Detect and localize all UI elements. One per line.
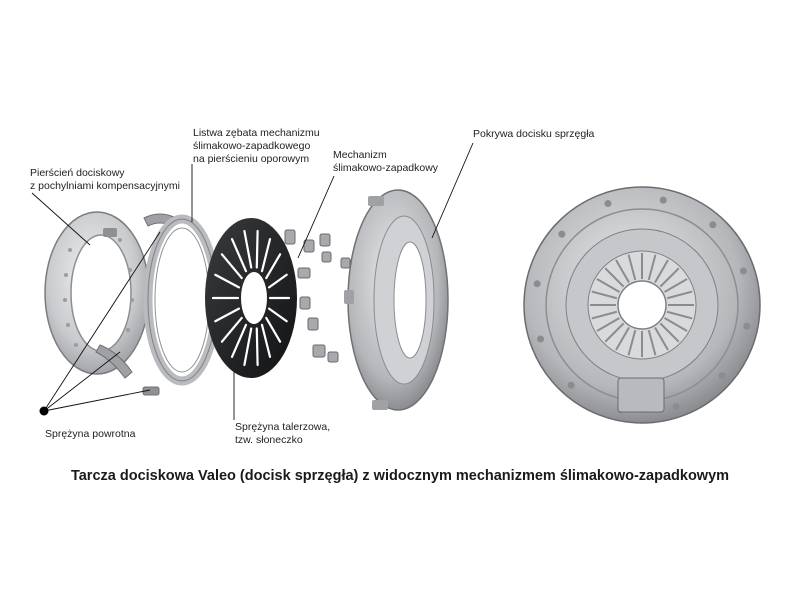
diaphragm-finger-slot — [255, 229, 259, 269]
cover-bolt-hole — [604, 200, 612, 208]
label-return-spring: Sprężyna powrotna — [45, 428, 136, 440]
cover-bolt-hole — [558, 230, 566, 238]
diaphragm-finger-slot — [220, 253, 243, 280]
figure-caption: Tarcza dociskowa Valeo (docisk sprzęgła)… — [70, 468, 730, 484]
label-diaphragm-spring: Sprężyna talerzowa, tzw. słoneczko — [235, 421, 331, 446]
cover-finger-slot — [664, 278, 688, 293]
diaphragm-finger-slot — [214, 307, 241, 323]
label-cover: Pokrywa docisku sprzęgła — [473, 128, 595, 140]
cover-finger-slot — [596, 317, 620, 332]
cover-finger-slot — [666, 310, 693, 320]
ratchet-mechanism-parts — [284, 229, 351, 363]
cover-bolt-hole — [537, 335, 545, 343]
diaphragm-spring — [205, 218, 297, 378]
diaphragm-finger-slot — [243, 327, 253, 367]
leader-lines — [31, 142, 474, 420]
label-toothed-strip: Listwa zębata mechanizmu ślimakowo-zapad… — [193, 127, 320, 165]
label-mechanism: Mechanizm ślimakowo-zapadkowy — [333, 149, 439, 174]
cover-bolt-hole — [533, 280, 541, 288]
cover-finger-slot — [659, 322, 680, 343]
cover-finger-slot — [604, 322, 625, 343]
diaphragm-finger-slot — [220, 316, 243, 343]
cover-finger-slot — [627, 329, 637, 356]
diaphragm-finger-slot — [230, 323, 248, 358]
cover-finger-slot — [591, 310, 618, 320]
clutch-cover-assembled — [523, 186, 761, 424]
cover-finger-slot — [596, 278, 620, 293]
cover-finger-slot — [615, 259, 630, 283]
diaphragm-finger-slot — [243, 229, 253, 269]
diaphragm-finger-slot — [255, 327, 259, 367]
cover-finger-slot — [654, 259, 669, 283]
diaphragm-finger-slot — [267, 307, 288, 323]
clutch-cover-side — [344, 189, 449, 411]
diaphragm-finger-slot — [230, 238, 248, 273]
diaphragm-finger-slot — [260, 238, 272, 273]
diaphragm-finger-slot — [265, 253, 282, 280]
cover-finger-slot — [666, 290, 693, 300]
cover-bolt-hole — [743, 322, 751, 330]
diaphragm-finger-slot — [260, 323, 272, 358]
cover-finger-slot — [659, 267, 680, 288]
leader-dot — [39, 406, 49, 416]
cover-bolt-hole — [672, 402, 680, 410]
cover-finger-slot — [627, 254, 637, 281]
cover-bolt-hole — [567, 381, 575, 389]
cover-finger-slot — [591, 290, 618, 300]
cover-finger-slot — [647, 329, 657, 356]
cover-finger-slot — [664, 317, 688, 332]
cover-finger-slot — [615, 327, 630, 351]
cover-bolt-hole — [718, 372, 726, 380]
cover-finger-slot — [647, 254, 657, 281]
diaphragm-finger-slot — [265, 316, 282, 343]
label-pressure-ring: Pierścień dociskowy z pochylniami kompen… — [30, 167, 180, 192]
cover-bolt-hole — [739, 267, 747, 275]
cover-bolt-hole — [709, 221, 717, 229]
cover-finger-slot — [604, 267, 625, 288]
cover-finger-slot — [654, 327, 669, 351]
pressure-ring — [44, 211, 150, 375]
diaphragm-finger-slot — [267, 273, 288, 289]
cover-bolt-hole — [659, 196, 667, 204]
diaphragm-finger-slot — [214, 273, 241, 289]
